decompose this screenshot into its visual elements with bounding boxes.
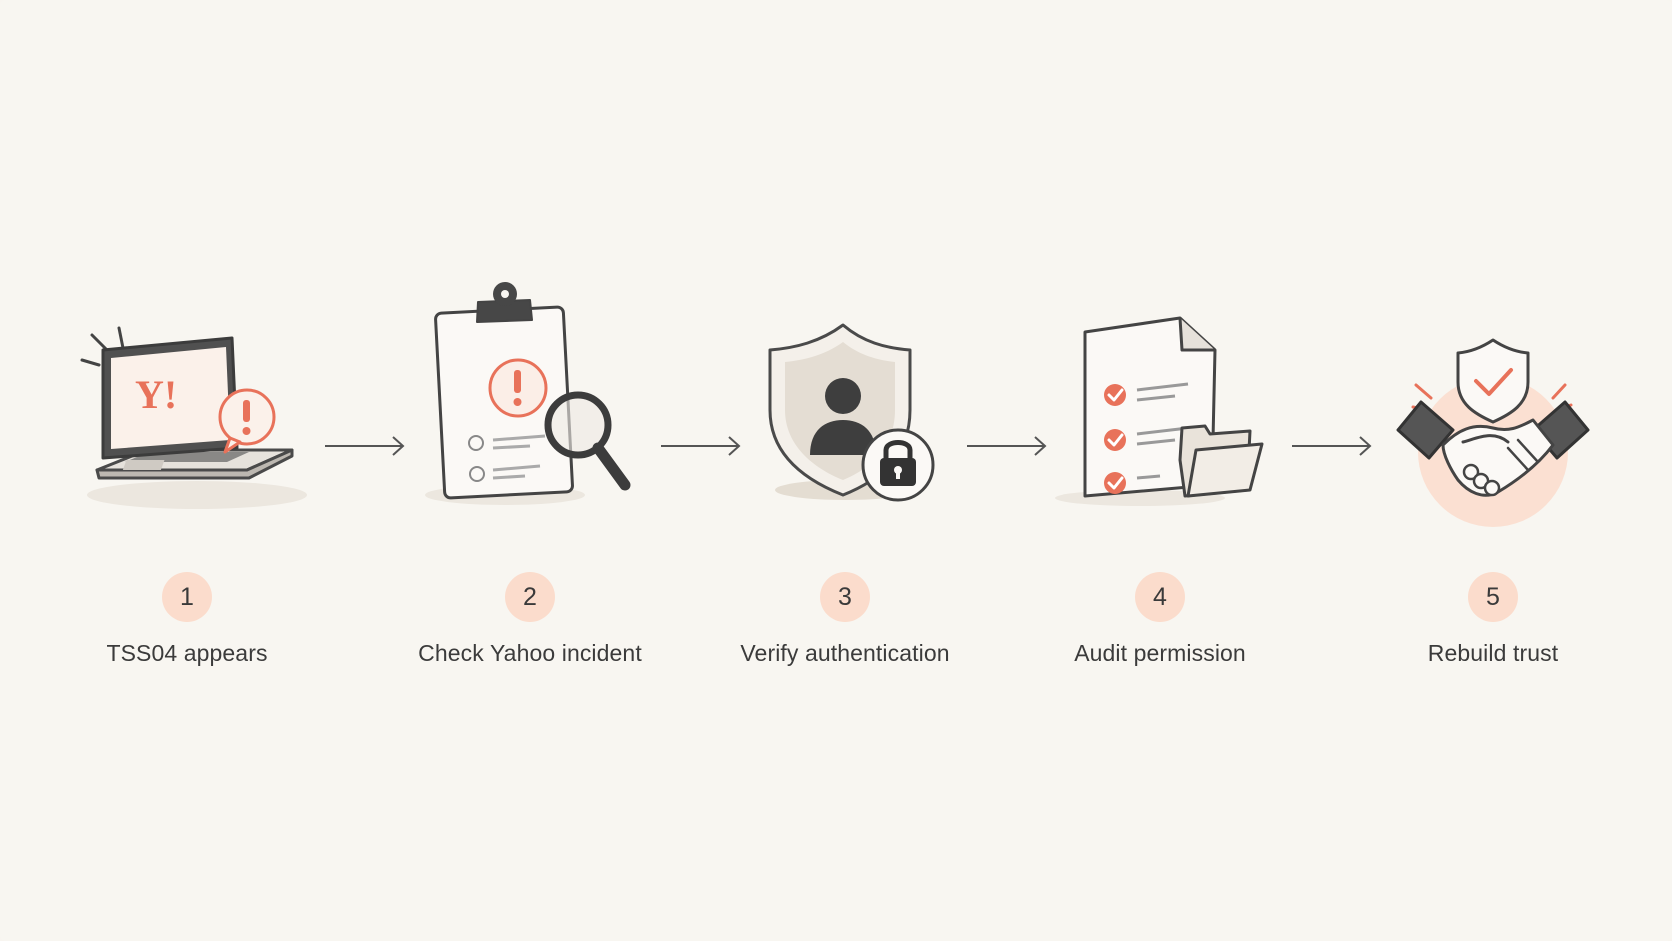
arrow-right-icon <box>1292 436 1372 456</box>
step-label: Rebuild trust <box>1427 640 1559 666</box>
step-label: TSS04 appears <box>106 640 268 666</box>
arrow-right-icon <box>325 436 405 456</box>
step-2: 2 Check Yahoo incident <box>380 280 680 680</box>
step-number-badge: 1 <box>162 572 212 622</box>
step-5: 5 Rebuild trust <box>1343 280 1643 680</box>
step-label: Check Yahoo incident <box>418 640 642 666</box>
step-1: Y! 1 TSS04 appears <box>37 280 337 680</box>
handshake-shield-icon <box>1396 338 1590 527</box>
step-number-badge: 2 <box>505 572 555 622</box>
checklist-folder-icon <box>1055 316 1264 506</box>
laptop-yahoo-alert-icon: Y! <box>80 326 307 509</box>
step-4: 4 Audit permission <box>1010 280 1310 680</box>
step-3: 3 Verify authentication <box>695 280 995 680</box>
step-label: Audit permission <box>1074 640 1246 666</box>
clipboard-magnifier-icon <box>425 282 631 505</box>
arrow-right-icon <box>661 436 741 456</box>
yahoo-logo: Y! <box>135 372 177 417</box>
step-label: Verify authentication <box>740 640 950 666</box>
step-number-badge: 4 <box>1135 572 1185 622</box>
shield-user-lock-icon <box>768 323 935 502</box>
arrow-right-icon <box>967 436 1047 456</box>
step-number-badge: 5 <box>1468 572 1518 622</box>
step-number-badge: 3 <box>820 572 870 622</box>
